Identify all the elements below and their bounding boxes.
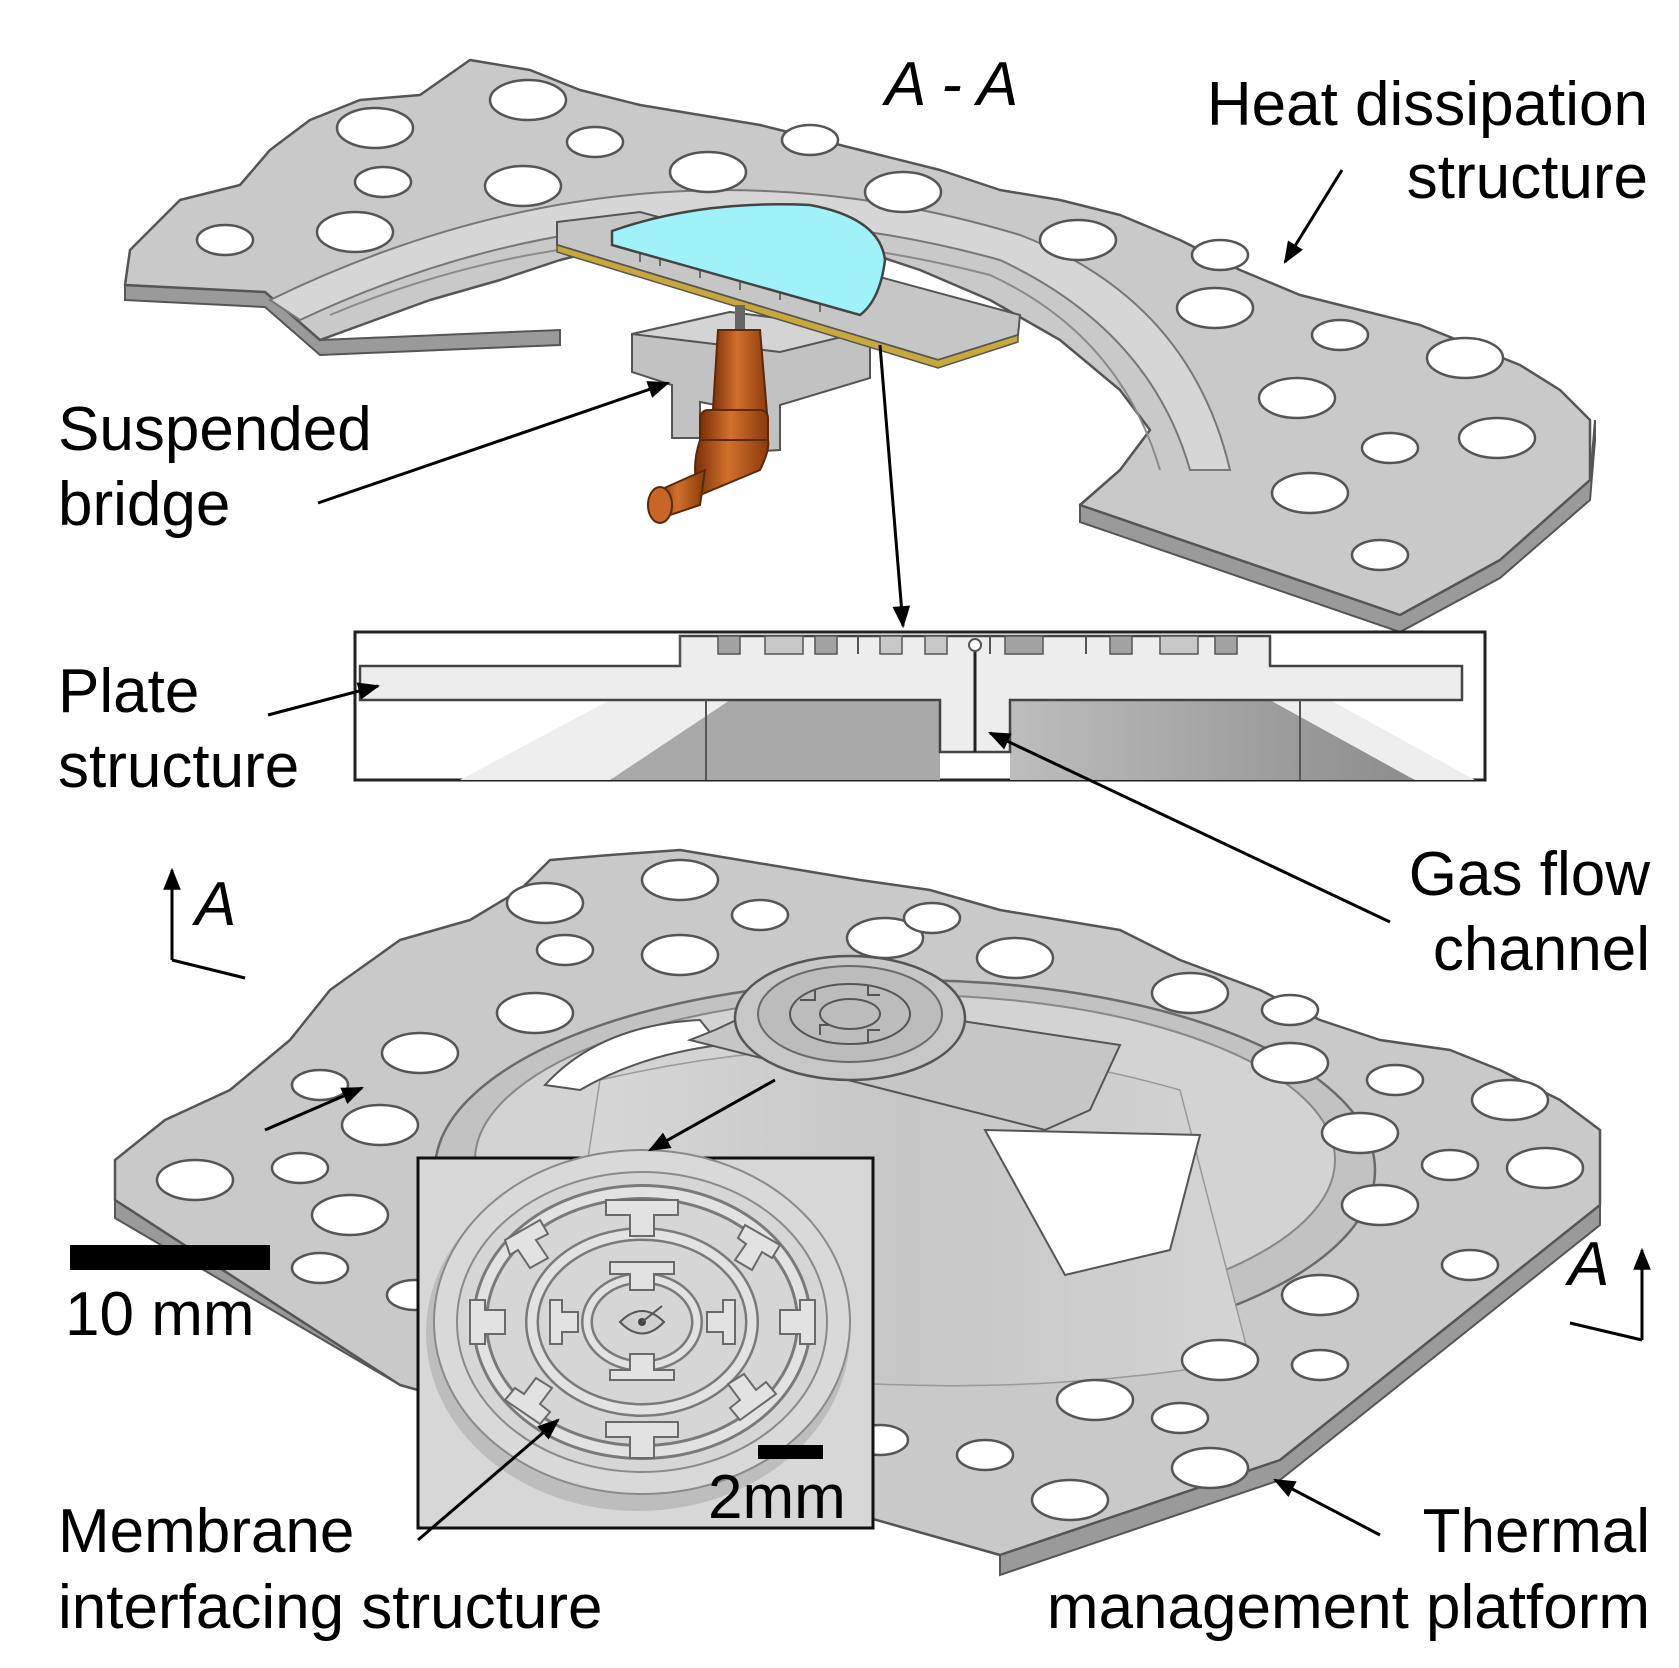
label-thermal-platform-line1: Thermal: [1423, 1497, 1650, 1566]
arrow-membrane: [417, 1418, 560, 1542]
label-heat-dissipation-line1: Heat dissipation: [1207, 70, 1648, 139]
label-gas-flow-line1: Gas flow: [1409, 840, 1650, 909]
scale-bar-main: 10 mm: [65, 1245, 270, 1349]
arrow-to-section: [878, 344, 911, 629]
scale-bar-main-label: 10 mm: [65, 1280, 254, 1349]
section-marker-right: A: [1564, 1230, 1651, 1342]
leader-arrows: [264, 169, 1391, 1542]
arrow-platform-side: [264, 1086, 365, 1132]
label-thermal-platform-line2: management platform: [1047, 1573, 1650, 1642]
arrow-plate-structure: [267, 682, 381, 717]
arrow-heat-dissipation: [1283, 169, 1344, 264]
arrow-thermal-platform: [1273, 1478, 1381, 1537]
label-suspended-bridge-line2: bridge: [58, 470, 230, 539]
section-marker-left-label: A: [191, 870, 236, 939]
section-marker-left: A: [163, 867, 246, 980]
suspended-bridge: [556, 203, 1022, 524]
membrane-inset: [416, 1149, 875, 1530]
label-gas-flow-line2: channel: [1433, 915, 1650, 984]
label-membrane-line2: interfacing structure: [58, 1573, 602, 1642]
section-view: [353, 630, 1487, 782]
label-plate-structure-line2: structure: [58, 732, 299, 801]
scale-bar-inset: 2mm: [708, 1445, 846, 1532]
arrow-inset-link: [648, 1078, 776, 1152]
section-marker-right-label: A: [1564, 1230, 1609, 1299]
label-suspended-bridge-line1: Suspended: [58, 395, 372, 464]
label-plate-structure-line1: Plate: [58, 657, 199, 726]
label-heat-dissipation-line2: structure: [1407, 143, 1648, 212]
arrow-suspended-bridge: [317, 381, 671, 505]
label-membrane-line1: Membrane: [58, 1497, 354, 1566]
arrow-gas-flow-channel: [988, 731, 1391, 924]
section-title: A - A: [881, 50, 1018, 119]
heat-dissipation-structure: [123, 58, 1596, 634]
scale-bar-inset-label: 2mm: [708, 1463, 846, 1532]
